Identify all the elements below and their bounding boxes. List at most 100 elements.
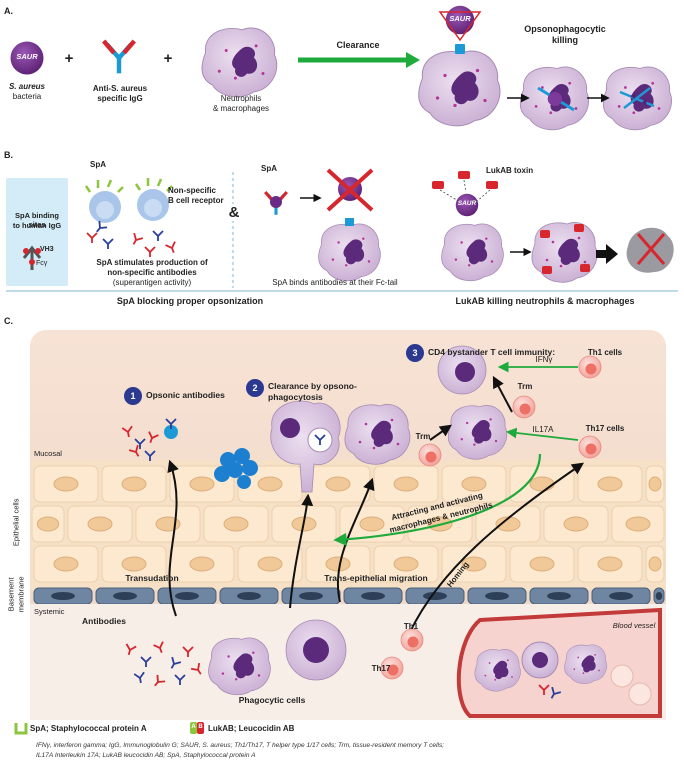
epithelial-nucleus [36,516,60,532]
basement-nucleus [175,592,199,600]
step-3-circle [406,344,424,362]
phagocytic-cells-label: Phagocytic cells [238,695,306,705]
spa-saur-igg [263,190,289,217]
epithelial-nucleus [223,516,249,532]
epithelial-cells [31,465,665,583]
stim-label-2: non-specific antibodies [107,268,197,277]
step-2-circle [246,379,264,397]
th17-cell [578,435,602,459]
panel-c [30,330,666,720]
step-3-number: 3 [412,348,418,358]
trm-activation-arrow-2 [429,424,452,441]
blood-vessel-label: Blood vessel [612,621,656,630]
step-1-circle [124,387,142,405]
epithelial-nucleus [625,516,651,532]
th1-cell [578,355,602,379]
lukab-b-letter: B [198,724,203,730]
trm-label-lower: Trm [415,432,431,441]
ifng-label: IFNγ [535,355,553,364]
trm-label-upper: Trm [517,382,533,391]
epithelial-nucleus [648,476,662,492]
igg-antibody [104,41,135,73]
panel-b-title-left: SpA blocking proper opsonization [116,296,264,306]
clearance-c-label-1: Clearance by opsono- [268,381,357,391]
basement-nucleus [237,592,261,600]
antibodies-label: Antibodies [82,616,126,626]
il17a-label: IL17A [532,425,554,434]
saur-label: SAUR [16,52,38,61]
spa-label-b1: SpA [90,160,106,169]
epithelial-nucleus [359,516,385,532]
epithelial-nucleus [597,476,623,492]
bacteria-label-2: bacteria [12,92,42,101]
engulfing-phagocyte [519,66,590,131]
stim-label-1: SpA stimulates production of [96,258,208,267]
clearance-c-label-2: phagocytosis [268,392,323,402]
step-1-number: 1 [130,391,136,401]
cells-label-1: Neutrophils [220,94,262,103]
panel-b-letter: B. [4,150,13,160]
spa-legend-label: SpA; Staphylococcal protein A [30,724,147,733]
basement-nucleus [299,592,323,600]
b-cell-1 [84,179,124,223]
epithelial-cells-label: Epithelial cells [11,498,21,547]
clearance-label: Clearance [336,40,380,50]
stim-label-3: (superantigen activity) [112,278,192,287]
bacteria-label-1: S. aureus [8,82,45,91]
epithelial-nucleus [121,556,147,572]
blocked-opsonization [318,168,381,282]
migration-arrow-1 [289,493,314,609]
epithelial-nucleus [325,556,351,572]
homing-arrow [409,462,584,633]
cd4-label: CD4 bystander T cell immunity: [428,347,556,357]
lukab-a-letter: A [191,724,196,730]
igg-label-2: specific IgG [97,94,143,103]
th17-systemic-label: Th17 [371,664,391,673]
non-specific-antibodies [86,220,180,258]
plus-2: + [163,50,173,67]
th1-systemic-label: Th1 [403,622,419,631]
fcy-label: Fcγ [36,260,48,267]
il17a-arrow [505,427,579,441]
th17-cells-label: Th17 cells [585,424,625,433]
saur-label-2: SAUR [449,14,471,23]
spa-label-b2: SpA [261,164,277,173]
spa-legend-icon [14,723,28,735]
trans-epithelial-label: Trans-epithelial migration [324,573,428,583]
basement-nucleus [361,592,385,600]
phagocytic-cell-1 [208,637,271,696]
killing-phagocyte [602,66,673,131]
epithelial-nucleus [53,476,79,492]
epithelial-nucleus [393,476,419,492]
trm-cell-upper [512,395,536,419]
epithelial-nucleus [461,556,487,572]
opsonic-antibody-cluster [121,418,178,462]
vh3-label: VH3 [40,246,54,253]
lukab-a-icon [190,722,197,734]
plus-1: + [64,50,74,67]
epithelial-nucleus [325,476,351,492]
killing-label-2: killing [551,35,578,45]
activated-neutrophil [447,404,508,460]
epithelial-nucleus [87,516,113,532]
lukab-legend-label: LukAB; Leucocidin AB [208,724,295,733]
basement-nucleus [609,592,633,600]
sites-label-1: SpA binding sites [15,211,59,229]
igg-label-1: Anti-S. aureus [92,84,148,93]
killing-label-1: Opsonophagocytic [524,24,606,34]
epithelial-nucleus [648,556,662,572]
epithelial-nucleus [495,516,521,532]
panel-c-letter: C. [4,316,13,326]
panel-a-letter: A. [4,6,13,16]
dead-phagocyte [626,227,674,273]
attracting-arrow [333,453,542,546]
footnote-line-2: IL17A Interleukin 17A; LukAB leucocidin … [36,752,256,759]
neutrophil-mucosal [344,403,411,465]
bacteria-cluster [214,448,258,489]
epithelial-nucleus [461,476,487,492]
phagocytic-cell-2 [285,619,347,681]
binds-label: SpA binds antibodies at their Fc-tail [272,278,398,287]
basement-nucleus [51,592,75,600]
footnote-line-1: IFNγ, interferon gamma; IgG, Immunoglobu… [36,742,445,749]
lukab-toxins [432,171,498,217]
